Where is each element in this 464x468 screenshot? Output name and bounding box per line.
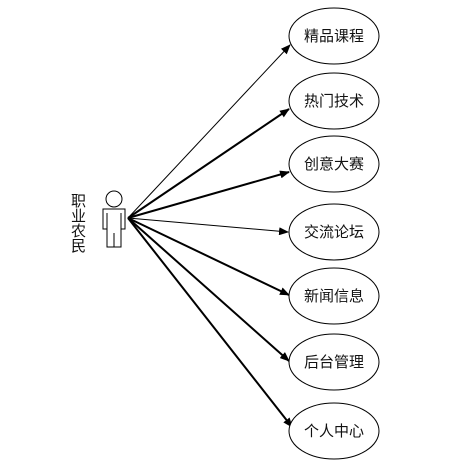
use-case-7-label: 个人中心 [304,422,364,440]
association-line-1 [127,44,291,219]
use-case-2-label: 热门技术 [304,92,364,110]
use-case-1[interactable] [288,7,380,65]
use-case-7[interactable] [288,402,380,460]
use-case-4[interactable] [288,203,380,261]
use-case-3[interactable] [288,135,380,193]
actor-body [102,208,126,248]
use-case-2[interactable] [288,72,380,130]
actor-head [105,190,123,208]
use-case-4-label: 交流论坛 [304,223,364,241]
association-line-4 [127,217,289,236]
use-case-3-label: 创意大赛 [304,155,364,173]
actor-name: 职业农民 [69,193,87,253]
association-line-3 [127,170,290,219]
association-line-5 [127,217,290,296]
association-line-2 [127,108,290,219]
use-case-1-label: 精品课程 [304,27,364,45]
use-case-5[interactable] [288,267,380,325]
use-case-6[interactable] [288,333,380,391]
association-line-7 [127,217,293,428]
use-case-6-label: 后台管理 [304,353,364,371]
use-case-labels: 精品课程 热门技术 创意大赛 交流论坛 新闻信息 后台管理 个人中心 [304,27,364,440]
use-case-5-label: 新闻信息 [304,287,364,305]
associations [127,44,293,428]
use-cases [288,7,380,460]
association-line-6 [127,217,290,362]
actor-figure [102,190,126,248]
